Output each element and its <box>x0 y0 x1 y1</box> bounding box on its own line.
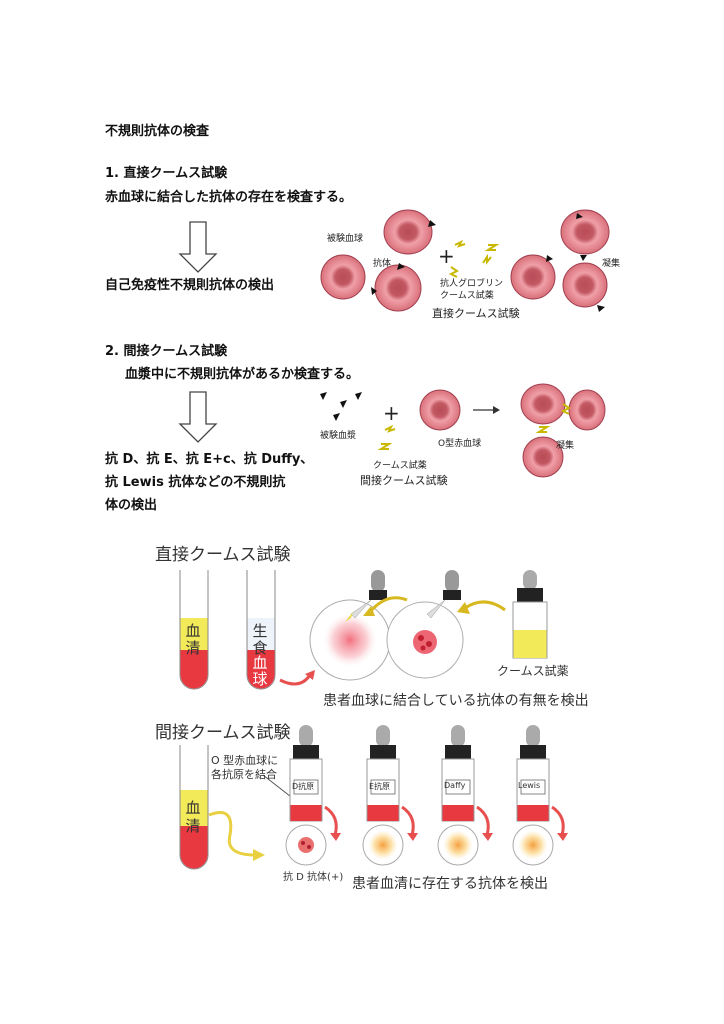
indirect-coombs-caption: 間接クームス試験 <box>360 474 448 487</box>
illus-direct-title: 直接クームス試験 <box>155 545 291 565</box>
bottle-label-d: D抗原 <box>292 782 315 791</box>
bottle-label-e: E抗原 <box>369 782 391 791</box>
tube2-char-2: 食 <box>252 639 268 657</box>
direct-coombs-caption: 直接クームス試験 <box>432 307 520 320</box>
svg-text:+: + <box>438 244 455 268</box>
section1-result: 自己免疫性不規則抗体の検出 <box>105 278 275 293</box>
reagent-label-1: 抗人グロブリン <box>440 279 504 289</box>
section2-result-line1: 抗 D、抗 E、抗 E+c、抗 Duffy、 <box>105 452 314 467</box>
o-rbc-label: O型赤血球 <box>438 439 482 449</box>
tube2-char-3: 血 <box>252 654 268 672</box>
direct-reagent-label: クームス試薬 <box>497 664 569 678</box>
illus-direct-caption: 患者血球に結合している抗体の有無を検出 <box>323 693 589 709</box>
o-rbc-note-2: 各抗原を結合 <box>211 768 277 781</box>
o-rbc-note-1: O 型赤血球に <box>211 754 279 767</box>
svg-text:+: + <box>383 401 400 425</box>
rbc-label: 被験血球 <box>327 234 364 244</box>
indirect-tube-char-1: 血 <box>185 799 201 817</box>
direct-coombs-illustration <box>179 570 548 690</box>
indirect-coombs-diagram: + <box>320 383 606 478</box>
tube1-char-1: 血 <box>185 622 201 640</box>
down-arrow-icon <box>178 221 218 273</box>
section1-heading: 1. 直接クームス試験 <box>105 166 228 181</box>
section2-description: 血漿中に不規則抗体があるか検査する。 <box>125 367 360 382</box>
illus-indirect-caption: 患者血清に存在する抗体を検出 <box>352 876 548 892</box>
section1-description: 赤血球に結合した抗体の存在を検査する。 <box>105 190 353 205</box>
bottle-label-lewis: Lewis <box>518 781 541 790</box>
tube2-char-4: 球 <box>252 670 268 688</box>
page-title: 不規則抗体の検査 <box>105 124 210 139</box>
positive-label: 抗 D 抗体(+) <box>283 872 344 883</box>
agglutination-label: 凝集 <box>602 259 621 269</box>
section2-result-line3: 体の検出 <box>105 498 158 513</box>
reagent-label: クームス試薬 <box>373 461 427 471</box>
section2-result-line2: 抗 Lewis 抗体などの不規則抗 <box>105 475 286 490</box>
tube2-char-1: 生 <box>252 622 268 640</box>
direct-coombs-diagram: + <box>320 209 610 312</box>
section2-heading: 2. 間接クームス試験 <box>105 344 228 359</box>
agglutination-label: 凝集 <box>556 441 575 451</box>
illus-indirect-title: 間接クームス試験 <box>155 723 291 743</box>
indirect-tube-char-2: 清 <box>185 817 201 835</box>
bottle-label-daffy: Daffy <box>444 781 466 790</box>
reagent-label-2: クームス試薬 <box>440 291 494 301</box>
antibody-label: 抗体 <box>373 259 392 269</box>
tube1-char-2: 清 <box>185 639 201 657</box>
down-arrow-icon <box>178 391 218 443</box>
plasma-label: 被験血漿 <box>320 431 357 441</box>
indirect-coombs-illustration <box>179 725 568 870</box>
